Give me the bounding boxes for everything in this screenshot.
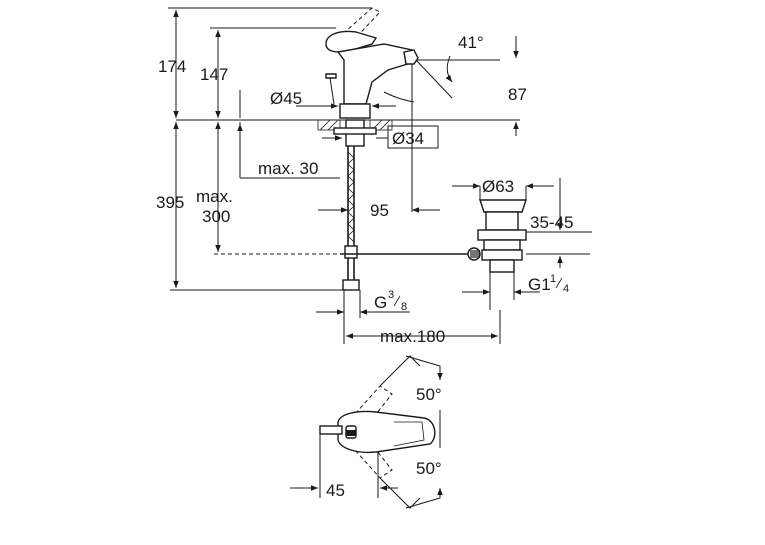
flex-hose: [342, 146, 360, 291]
lever: [325, 30, 378, 53]
deck-section: [317, 119, 393, 147]
dim-waste-thread: G1: [528, 275, 551, 294]
dim-hole-diameter: Ø34: [392, 129, 424, 148]
dim-rotation-right: 50°: [416, 385, 442, 404]
faucet-side-view: [325, 7, 419, 119]
dim-hose-thread-den: 8: [401, 301, 407, 313]
dim-tail-max-value: 300: [202, 207, 230, 226]
waste-assembly: [467, 199, 527, 273]
dim-hose-thread: G: [374, 293, 387, 312]
dim-waste-range: 35-45: [530, 213, 573, 232]
dim-waste-diameter: Ø63: [482, 177, 514, 196]
faucet-head: [336, 43, 415, 105]
dim-projection: 95: [370, 201, 389, 220]
dim-body-diameter: Ø45: [270, 89, 302, 108]
dim-tail-max-label: max.: [196, 187, 233, 206]
faucet-base: [339, 103, 371, 119]
dim-hose-thread-num: 3: [388, 289, 394, 301]
popup-rod-knob: [325, 73, 337, 79]
dim-lever-width: 45: [326, 481, 345, 500]
dim-total-height: 174: [158, 57, 186, 76]
spout-outlet: [403, 49, 419, 65]
dim-waste-thread-num: 1: [550, 273, 556, 285]
dim-spout-angle: 41°: [458, 33, 484, 52]
dim-waste-thread-den: 4: [563, 283, 569, 295]
lever-open-outline: [337, 7, 381, 45]
dim-rotation-left: 50°: [416, 459, 442, 478]
dim-spout-height: 147: [200, 65, 228, 84]
dim-max-deck: max. 30: [258, 159, 318, 178]
dim-lower-height: 395: [156, 193, 184, 212]
dim-max-reach: max.180: [380, 327, 445, 346]
popup-rod: [329, 77, 335, 105]
dim-spout-outlet-height: 87: [508, 85, 527, 104]
faucet-top-view: [319, 385, 436, 479]
